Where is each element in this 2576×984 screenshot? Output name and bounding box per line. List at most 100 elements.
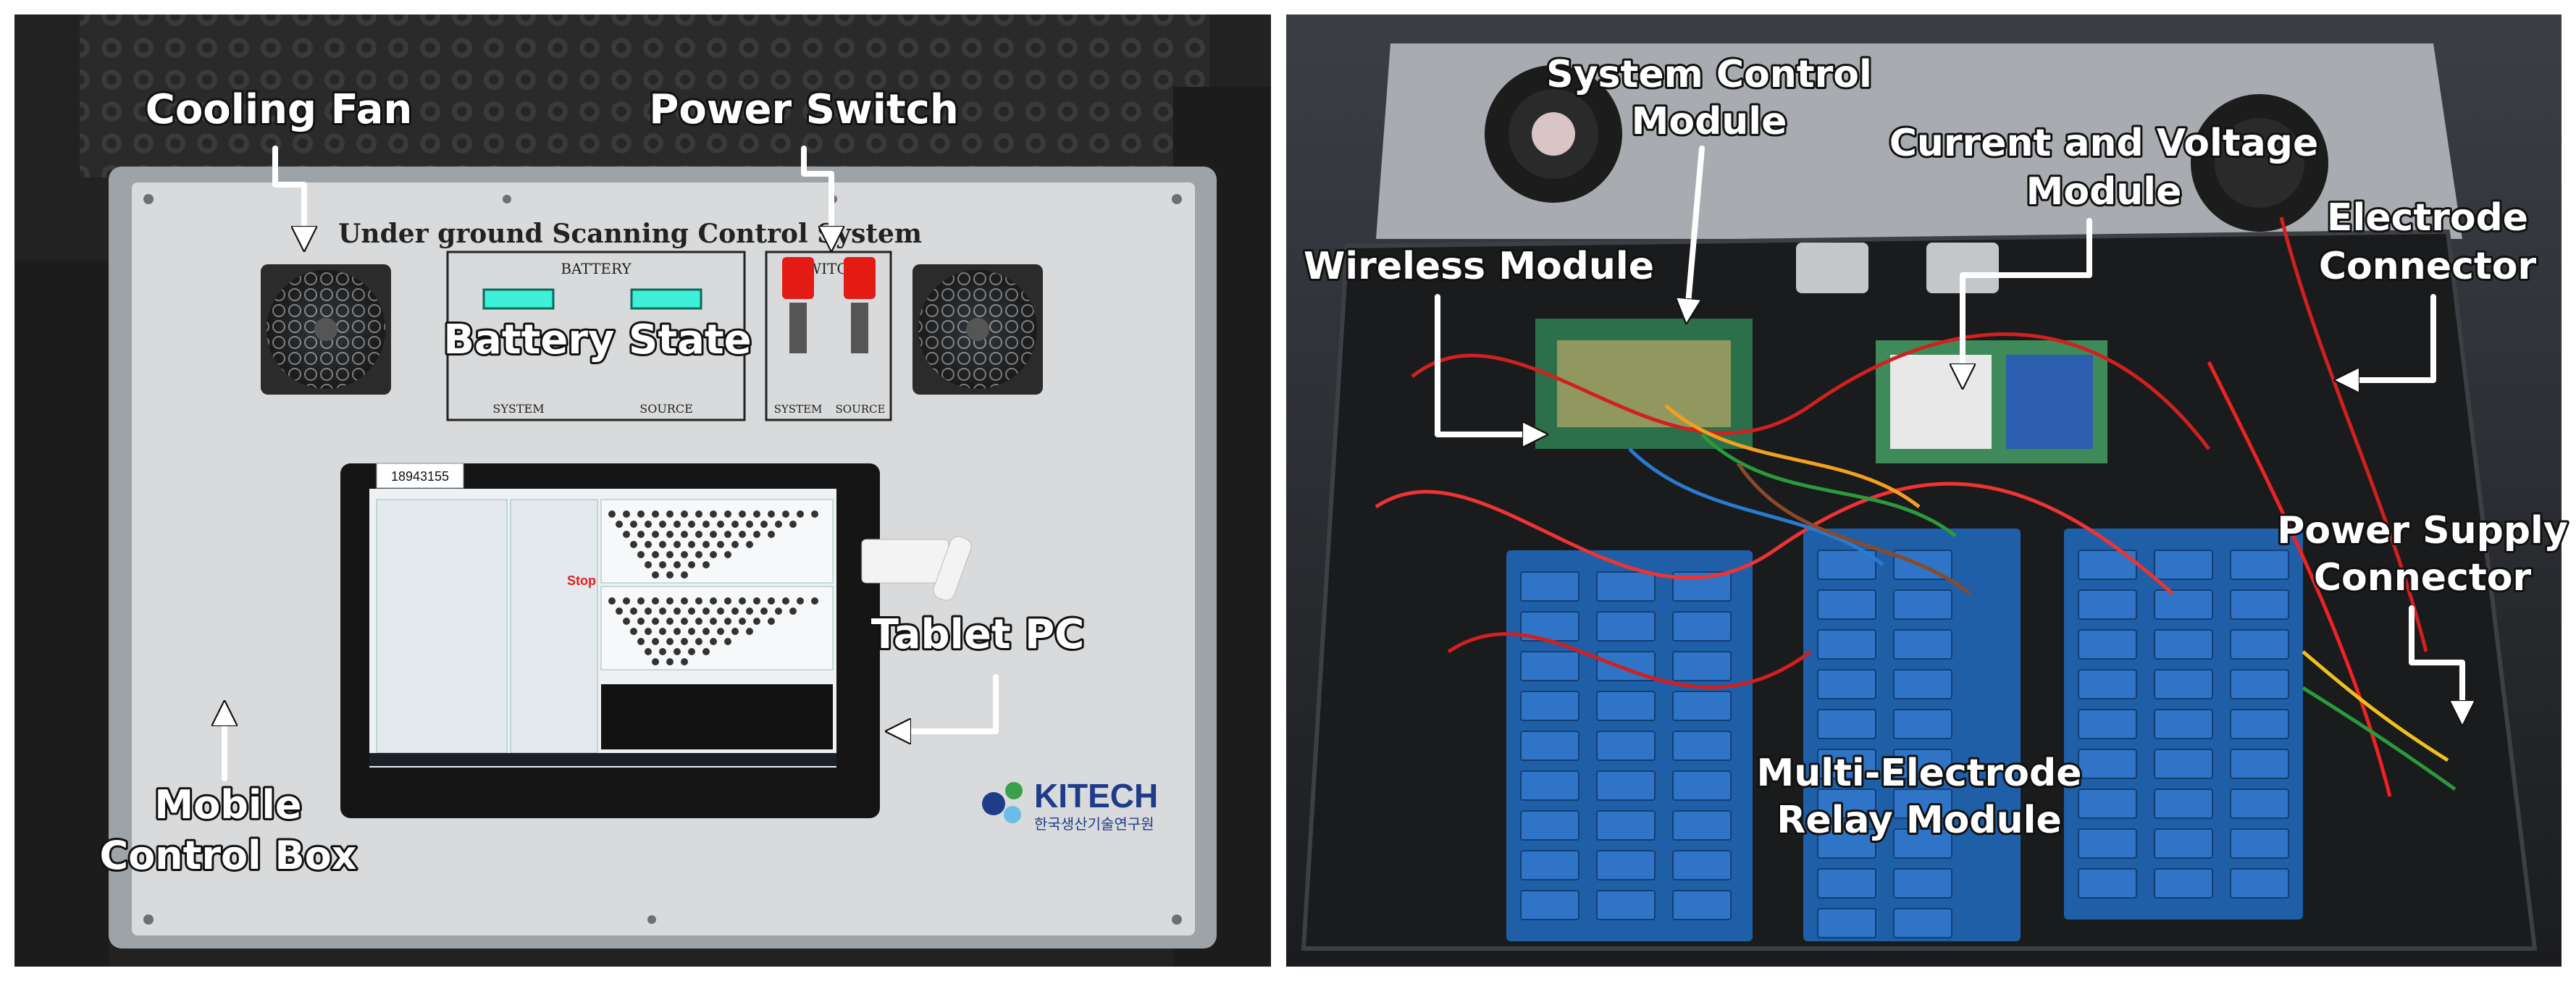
relay-unit <box>2078 789 2137 819</box>
relay-unit <box>1596 890 1656 920</box>
electrode-dot <box>768 618 775 625</box>
electrode-dot <box>768 531 775 538</box>
relay-unit <box>2078 629 2137 660</box>
electrode-dot <box>645 628 652 635</box>
electrode-dot <box>608 597 616 605</box>
relay-unit <box>1672 731 1732 761</box>
electrode-dot <box>652 658 659 665</box>
relay-unit <box>2078 828 2137 859</box>
relay-unit <box>1893 589 1952 620</box>
electrode-dot <box>666 658 674 665</box>
electrode-dot <box>674 541 681 548</box>
electrode-dot <box>710 551 717 558</box>
electrode-dot <box>702 628 710 635</box>
electrode-dot <box>717 628 724 635</box>
relay-unit <box>1817 629 1876 660</box>
relay-unit <box>2230 589 2289 620</box>
relay-unit <box>1817 589 1876 620</box>
electrode-dot <box>688 607 695 615</box>
relay-unit <box>1893 629 1952 660</box>
electrode-dot <box>695 531 702 538</box>
electrode-dot <box>717 607 724 615</box>
electrode-dot <box>608 510 616 518</box>
electrode-dot <box>637 531 645 538</box>
electrode-dot <box>768 510 775 518</box>
electrode-dot <box>768 597 775 605</box>
wireless-dongle <box>861 539 949 584</box>
relay-unit <box>1817 669 1876 699</box>
label-tablet-pc: Tablet PC <box>871 611 1084 658</box>
relay-unit <box>1520 770 1579 801</box>
electrode-dot <box>652 597 659 605</box>
electrode-dot <box>724 551 731 558</box>
relay-unit <box>1817 709 1876 739</box>
electrode-dot <box>760 521 768 528</box>
electrode-dot <box>702 541 710 548</box>
electrode-dot <box>688 648 695 655</box>
relay-unit <box>2230 868 2289 899</box>
label-power-supply-line2: Connector <box>2314 556 2532 600</box>
electrode-dot <box>797 510 804 518</box>
electrode-dot <box>623 510 630 518</box>
electrode-dot <box>710 531 717 538</box>
electrode-dot <box>623 597 630 605</box>
battery-heading: BATTERY <box>561 260 632 277</box>
electrode-dot <box>630 607 637 615</box>
electrode-dot <box>652 571 659 579</box>
relay-unit <box>2154 749 2213 779</box>
power-switch-system[interactable] <box>782 257 814 299</box>
relay-unit <box>1596 850 1656 880</box>
relay-unit <box>2154 868 2213 899</box>
tablet-tag: 18943155 <box>391 469 449 484</box>
relay-unit <box>2230 749 2289 779</box>
wiring <box>1375 216 2457 797</box>
electrode-dot <box>681 618 688 625</box>
relay-unit <box>1596 691 1656 721</box>
relay-unit <box>1817 868 1876 899</box>
electrode-dot <box>652 551 659 558</box>
power-switch-source[interactable] <box>844 257 876 299</box>
relay-unit <box>1672 890 1732 920</box>
label-current-voltage-line2: Module <box>2026 170 2182 214</box>
label-electrode-line1: Electrode <box>2327 196 2528 240</box>
electrode-dot <box>630 541 637 548</box>
cooling-fan-left <box>261 264 391 395</box>
electrode-dot <box>724 618 731 625</box>
battery-led-source <box>630 288 702 310</box>
battery-panel: BATTERY SYSTEM SOURCE <box>446 251 746 421</box>
relay-unit <box>1817 789 1876 819</box>
kitech-subtitle: 한국생산기술연구원 <box>1034 815 1154 833</box>
relay-unit <box>2230 550 2289 580</box>
electrode-dot <box>789 521 797 528</box>
electrode-dot <box>652 618 659 625</box>
electrode-dot <box>739 510 746 518</box>
electrode-dot <box>681 597 688 605</box>
electrode-dot <box>724 597 731 605</box>
electrode-dot <box>695 551 702 558</box>
arrow-electrode <box>2346 294 2436 380</box>
relay-unit <box>1520 810 1579 841</box>
relay-unit <box>1520 850 1579 880</box>
electrode-dot <box>659 541 666 548</box>
relay-unit <box>2078 749 2137 779</box>
relay-unit <box>1520 731 1579 761</box>
switch-panel: SWITCH SYSTEM SOURCE <box>765 251 892 421</box>
electrode-dot <box>666 510 674 518</box>
electrode-dot <box>630 521 637 528</box>
relay-unit <box>2154 789 2213 819</box>
electrode-dot <box>717 541 724 548</box>
electrode-dot <box>746 521 753 528</box>
relay-unit <box>1672 770 1732 801</box>
relay-unit <box>2230 789 2289 819</box>
electrode-dot <box>652 638 659 645</box>
cooling-fan-right <box>912 264 1043 395</box>
electrode-dot <box>666 597 674 605</box>
tablet-pc[interactable]: 18943155 Stop <box>340 463 973 818</box>
label-wireless-module: Wireless Module <box>1304 245 1654 288</box>
electrode-dot <box>695 510 702 518</box>
electrode-dot <box>637 638 645 645</box>
relay-unit <box>1520 571 1579 602</box>
arrow-wireless <box>1435 294 1535 434</box>
switch-source-text: SOURCE <box>836 403 886 416</box>
relay-unit <box>1817 749 1876 779</box>
